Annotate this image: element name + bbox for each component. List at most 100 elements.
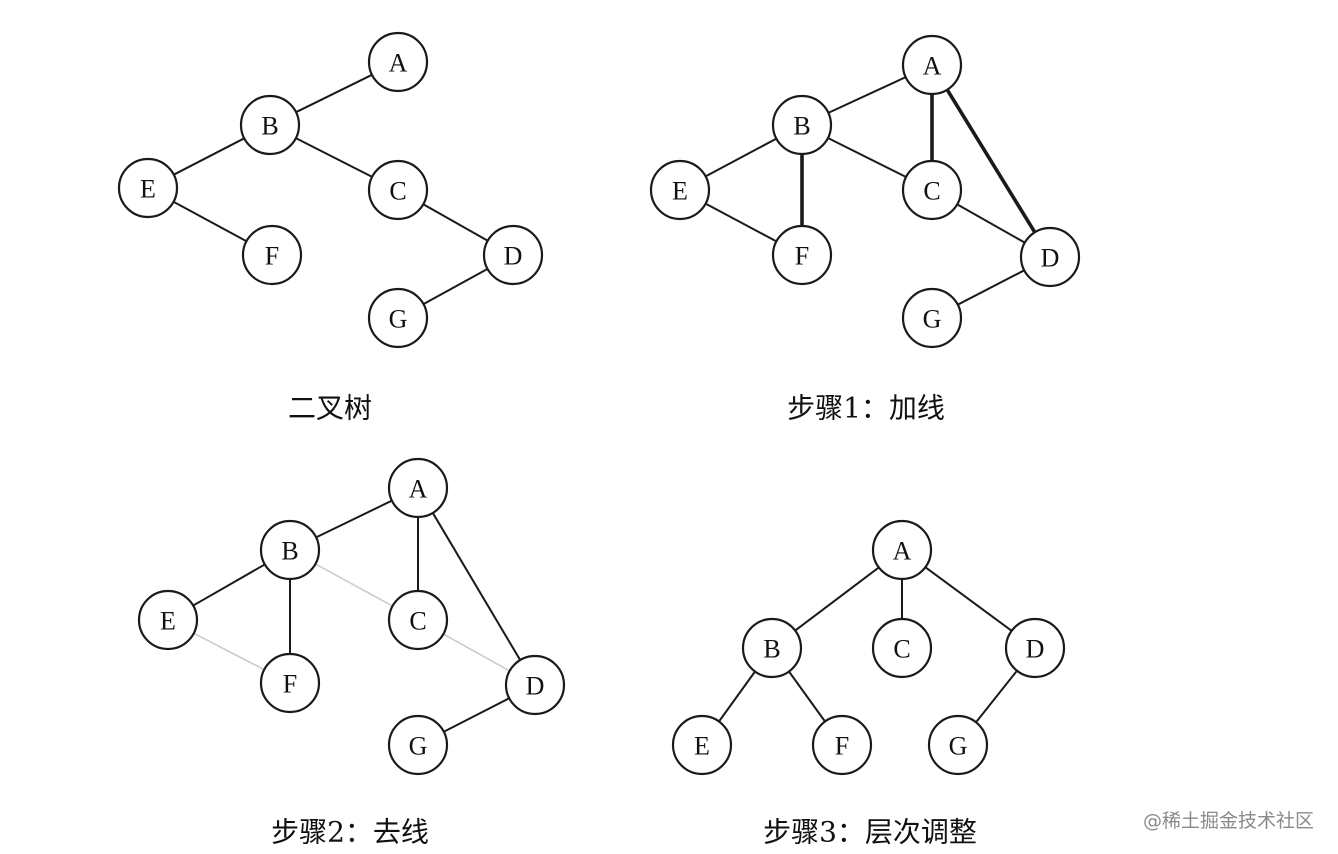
node-label: A bbox=[389, 49, 408, 78]
node-label: E bbox=[672, 177, 688, 206]
node-label: C bbox=[389, 177, 406, 206]
node-f: F bbox=[771, 224, 833, 286]
node-e: E bbox=[117, 157, 179, 219]
edge-a-d bbox=[924, 566, 1013, 632]
node-label: F bbox=[265, 242, 279, 271]
node-e: E bbox=[671, 714, 733, 776]
node-circle bbox=[239, 94, 301, 156]
edge-b-c bbox=[294, 137, 374, 178]
node-c: C bbox=[367, 159, 429, 221]
node-circle bbox=[649, 159, 711, 221]
node-circle bbox=[1019, 226, 1081, 288]
node-c: C bbox=[387, 589, 449, 651]
edges bbox=[192, 499, 522, 733]
node-g: G bbox=[387, 714, 449, 776]
node-circle bbox=[259, 519, 321, 581]
node-g: G bbox=[927, 714, 989, 776]
caption-binary-tree: 二叉树 bbox=[288, 392, 372, 425]
edge-a-b bbox=[295, 73, 373, 114]
edges bbox=[172, 73, 489, 306]
edge-a-b bbox=[315, 499, 393, 539]
node-label: G bbox=[923, 305, 942, 334]
edges bbox=[717, 566, 1018, 724]
edge-b-e bbox=[717, 670, 757, 723]
edge-c-d bbox=[956, 203, 1026, 244]
edge-d-g bbox=[975, 669, 1018, 724]
node-label: F bbox=[283, 670, 297, 699]
node-a: A bbox=[901, 34, 963, 96]
node-label: C bbox=[923, 177, 940, 206]
edges bbox=[704, 76, 1037, 306]
node-circle bbox=[901, 159, 963, 221]
edge-d-g bbox=[442, 697, 511, 733]
node-label: G bbox=[389, 305, 408, 334]
node-a: A bbox=[871, 519, 933, 581]
edge-a-d bbox=[431, 511, 522, 662]
node-circle bbox=[671, 714, 733, 776]
node-label: E bbox=[140, 175, 156, 204]
panel-step3-level-adjust: 步骤3：层次调整 A B C D E F G bbox=[671, 519, 1066, 849]
node-circle bbox=[367, 31, 429, 93]
node-e: E bbox=[649, 159, 711, 221]
node-circle bbox=[482, 224, 544, 286]
node-f: F bbox=[811, 714, 873, 776]
node-circle bbox=[504, 654, 566, 716]
node-f: F bbox=[241, 224, 303, 286]
edge-c-d-removed bbox=[442, 633, 511, 672]
node-label: A bbox=[893, 537, 912, 566]
node-circle bbox=[259, 652, 321, 714]
node-circle bbox=[741, 617, 803, 679]
edge-e-f-removed bbox=[192, 632, 266, 671]
edge-b-e bbox=[172, 137, 246, 176]
edge-e-f bbox=[172, 200, 248, 243]
node-circle bbox=[871, 519, 933, 581]
node-label: C bbox=[893, 635, 910, 664]
node-d: D bbox=[1004, 617, 1066, 679]
node-b: B bbox=[741, 617, 803, 679]
node-label: D bbox=[1026, 635, 1045, 664]
node-label: D bbox=[504, 242, 523, 271]
node-label: F bbox=[795, 242, 809, 271]
node-label: B bbox=[763, 635, 780, 664]
edge-b-e bbox=[704, 137, 778, 178]
node-d: D bbox=[482, 224, 544, 286]
node-circle bbox=[117, 157, 179, 219]
node-label: C bbox=[409, 607, 426, 636]
node-circle bbox=[811, 714, 873, 776]
node-label: D bbox=[526, 672, 545, 701]
node-circle bbox=[771, 224, 833, 286]
node-label: A bbox=[409, 475, 428, 504]
node-label: B bbox=[281, 537, 298, 566]
edge-a-b bbox=[827, 76, 907, 114]
node-circle bbox=[367, 159, 429, 221]
node-g: G bbox=[901, 287, 963, 349]
node-circle bbox=[387, 589, 449, 651]
edge-d-g bbox=[422, 267, 489, 306]
node-circle bbox=[927, 714, 989, 776]
edge-a-b bbox=[794, 566, 880, 632]
node-label: E bbox=[160, 607, 176, 636]
node-label: E bbox=[694, 732, 710, 761]
node-a: A bbox=[367, 31, 429, 93]
edge-e-f bbox=[704, 202, 778, 243]
node-f: F bbox=[259, 652, 321, 714]
node-label: D bbox=[1041, 244, 1060, 273]
node-label: F bbox=[835, 732, 849, 761]
node-circle bbox=[241, 224, 303, 286]
node-a: A bbox=[387, 457, 449, 519]
node-circle bbox=[387, 457, 449, 519]
node-circle bbox=[367, 287, 429, 349]
node-label: G bbox=[409, 732, 428, 761]
edge-d-g bbox=[956, 269, 1026, 306]
node-label: A bbox=[923, 52, 942, 81]
watermark: @稀土掘金技术社区 bbox=[1142, 810, 1314, 832]
node-label: B bbox=[793, 112, 810, 141]
node-b: B bbox=[259, 519, 321, 581]
node-b: B bbox=[239, 94, 301, 156]
caption-step3: 步骤3：层次调整 bbox=[763, 816, 977, 849]
node-g: G bbox=[367, 287, 429, 349]
node-label: B bbox=[261, 112, 278, 141]
